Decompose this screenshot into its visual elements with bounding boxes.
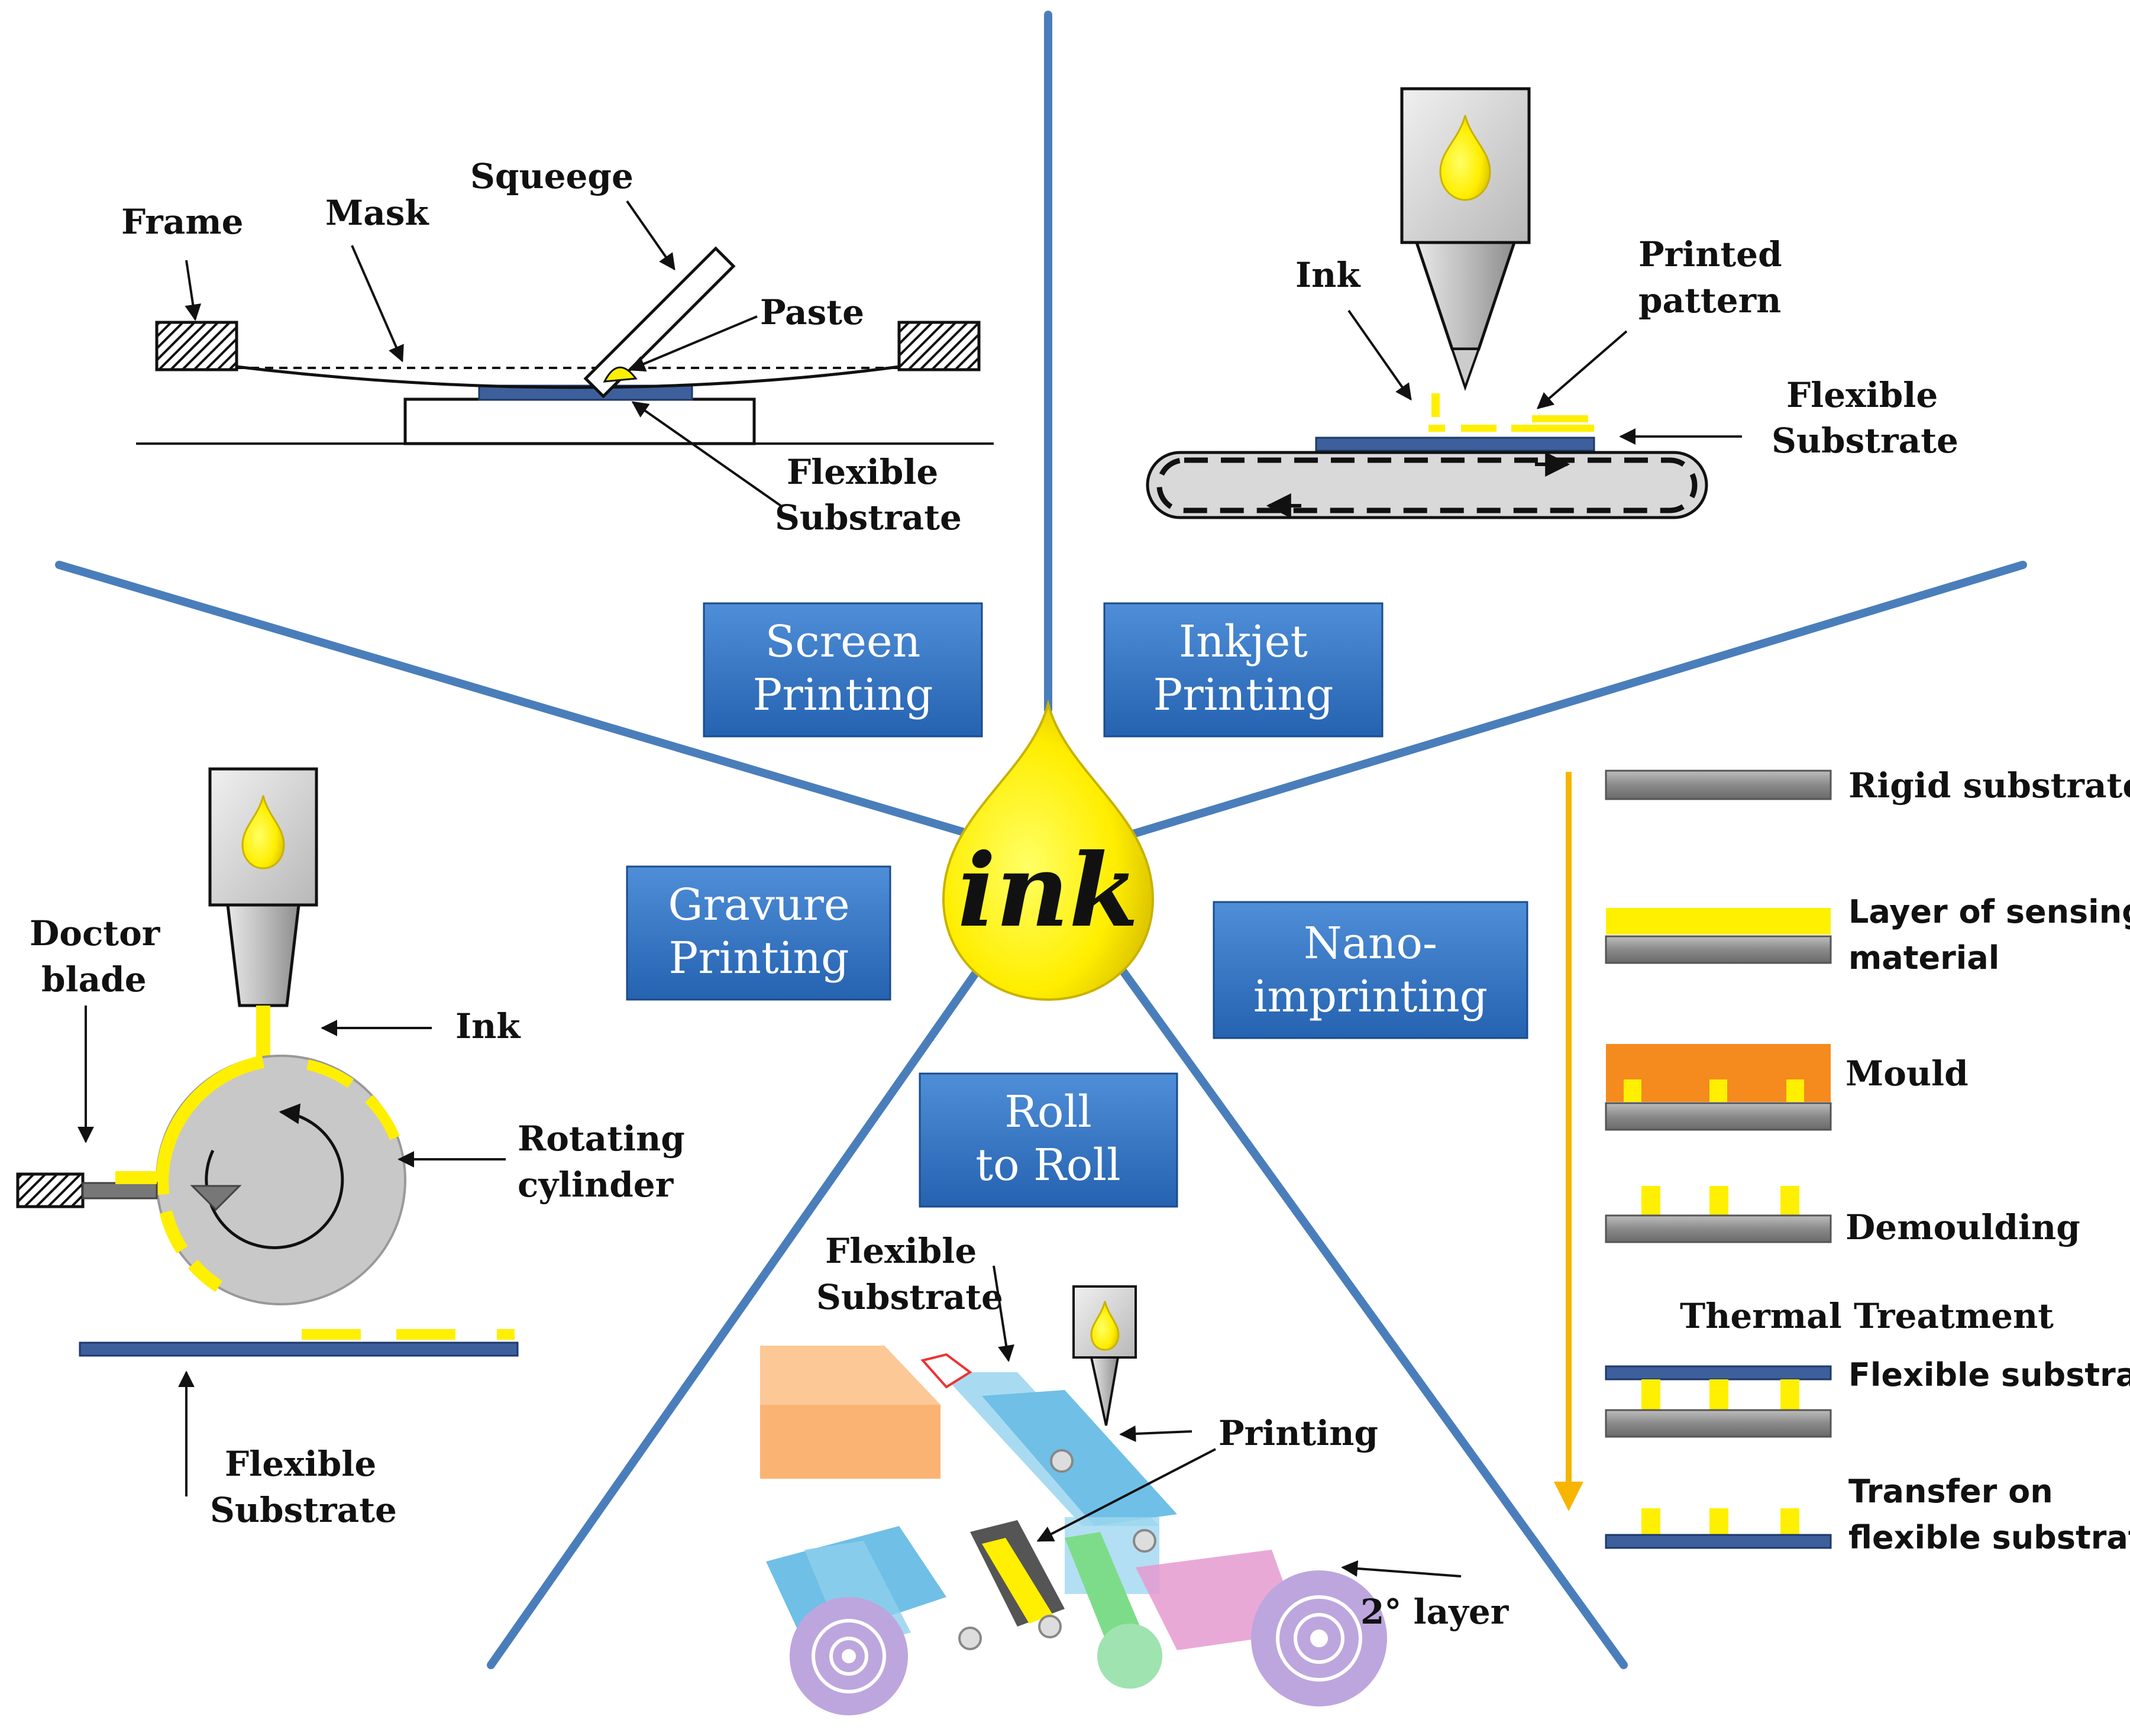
screen-printing-labels: Frame Mask Squeege Paste Flexible Substr… — [121, 156, 962, 538]
doctor-blade-label-1: Doctor — [30, 913, 161, 953]
printed-pattern-label-1: Printed — [1638, 234, 1782, 274]
rotating-cylinder-label-2: cylinder — [518, 1165, 674, 1205]
rotating-cylinder-label-1: Rotating — [518, 1118, 685, 1159]
screen-substrate-label-2: Substrate — [775, 497, 962, 538]
method-box-screen: Screen Printing — [703, 602, 983, 738]
method-box-nano: Nano- imprinting — [1213, 901, 1528, 1039]
demoulding-label: Demoulding — [1845, 1207, 2080, 1247]
printed-pattern-label-2: pattern — [1638, 280, 1781, 321]
inkjet-substrate-label-2: Substrate — [1772, 421, 1958, 461]
mould-label: Mould — [1845, 1053, 1969, 1094]
nano-title-1: Nano- — [1304, 918, 1437, 969]
screen-title-2: Printing — [753, 670, 933, 720]
roll-title-2: to Roll — [975, 1140, 1120, 1191]
roll-substrate-label-2: Substrate — [816, 1277, 1003, 1317]
gravure-title-1: Gravure — [668, 880, 849, 930]
transfer-label-1: Transfer on — [1848, 1473, 2053, 1510]
method-box-gravure: Gravure Printing — [626, 865, 891, 1001]
nanoimprinting-labels: Rigid substrate Layer of sensing materia… — [1680, 765, 2130, 1556]
roll-droplet-icon — [1090, 1301, 1120, 1351]
rigid-substrate-label: Rigid substrate — [1848, 765, 2130, 806]
inkjet-printing-illustration — [1146, 87, 1708, 519]
gravure-printing-labels: Doctor blade Ink Rotating cylinder Flexi… — [30, 913, 685, 1530]
doctor-blade-label-2: blade — [41, 959, 147, 1000]
ink-drop-icon: ink — [942, 699, 1155, 1001]
droplet-icon — [1439, 115, 1491, 201]
inkjet-substrate-label-1: Flexible — [1786, 375, 1938, 415]
sensing-layer-label-2: material — [1848, 939, 1999, 977]
gravure-printing-illustration — [16, 767, 519, 1357]
roll-to-roll-labels: Flexible Substrate Printing 2° layer — [816, 1231, 1510, 1632]
gravure-title-2: Printing — [669, 933, 849, 984]
inkjet-title-2: Printing — [1153, 670, 1334, 720]
screen-printing-illustration — [136, 246, 994, 445]
gravure-substrate-label-2: Substrate — [210, 1490, 397, 1530]
screen-title-1: Screen — [765, 616, 921, 667]
sensing-layer-label-1: Layer of sensing — [1848, 893, 2130, 930]
second-layer-label: 2° layer — [1360, 1592, 1510, 1632]
roll-to-roll-illustration — [760, 1285, 1387, 1715]
nanoimprinting-illustration — [1554, 770, 1832, 1549]
gravure-ink-label: Ink — [455, 1006, 521, 1046]
inkjet-printing-labels: Ink Printed pattern Flexible Substrate — [1295, 234, 1958, 461]
inkjet-title-1: Inkjet — [1179, 616, 1308, 667]
spokes — [55, 11, 2027, 1669]
paste-label: Paste — [760, 292, 864, 332]
ink-label: ink — [958, 832, 1139, 950]
squeegee-label: Squeege — [470, 156, 633, 196]
gravure-droplet-icon — [241, 795, 285, 869]
thermal-treatment-label: Thermal Treatment — [1680, 1296, 2054, 1336]
nano-title-2: imprinting — [1253, 971, 1488, 1022]
roll-substrate-label-1: Flexible — [825, 1231, 977, 1271]
gravure-substrate-label-1: Flexible — [225, 1444, 376, 1484]
flexible-substrate-label: Flexible substrate — [1848, 1356, 2130, 1394]
screen-substrate-label-1: Flexible — [787, 452, 938, 492]
frame-label: Frame — [121, 202, 244, 242]
transfer-label-2: flexible substrate — [1848, 1519, 2130, 1556]
mask-label: Mask — [325, 193, 429, 233]
method-box-inkjet: Inkjet Printing — [1103, 602, 1384, 738]
roll-title-1: Roll — [1004, 1087, 1092, 1137]
printing-label: Printing — [1218, 1413, 1378, 1453]
method-box-roll: Roll to Roll — [919, 1072, 1178, 1208]
inkjet-ink-label: Ink — [1295, 255, 1361, 295]
